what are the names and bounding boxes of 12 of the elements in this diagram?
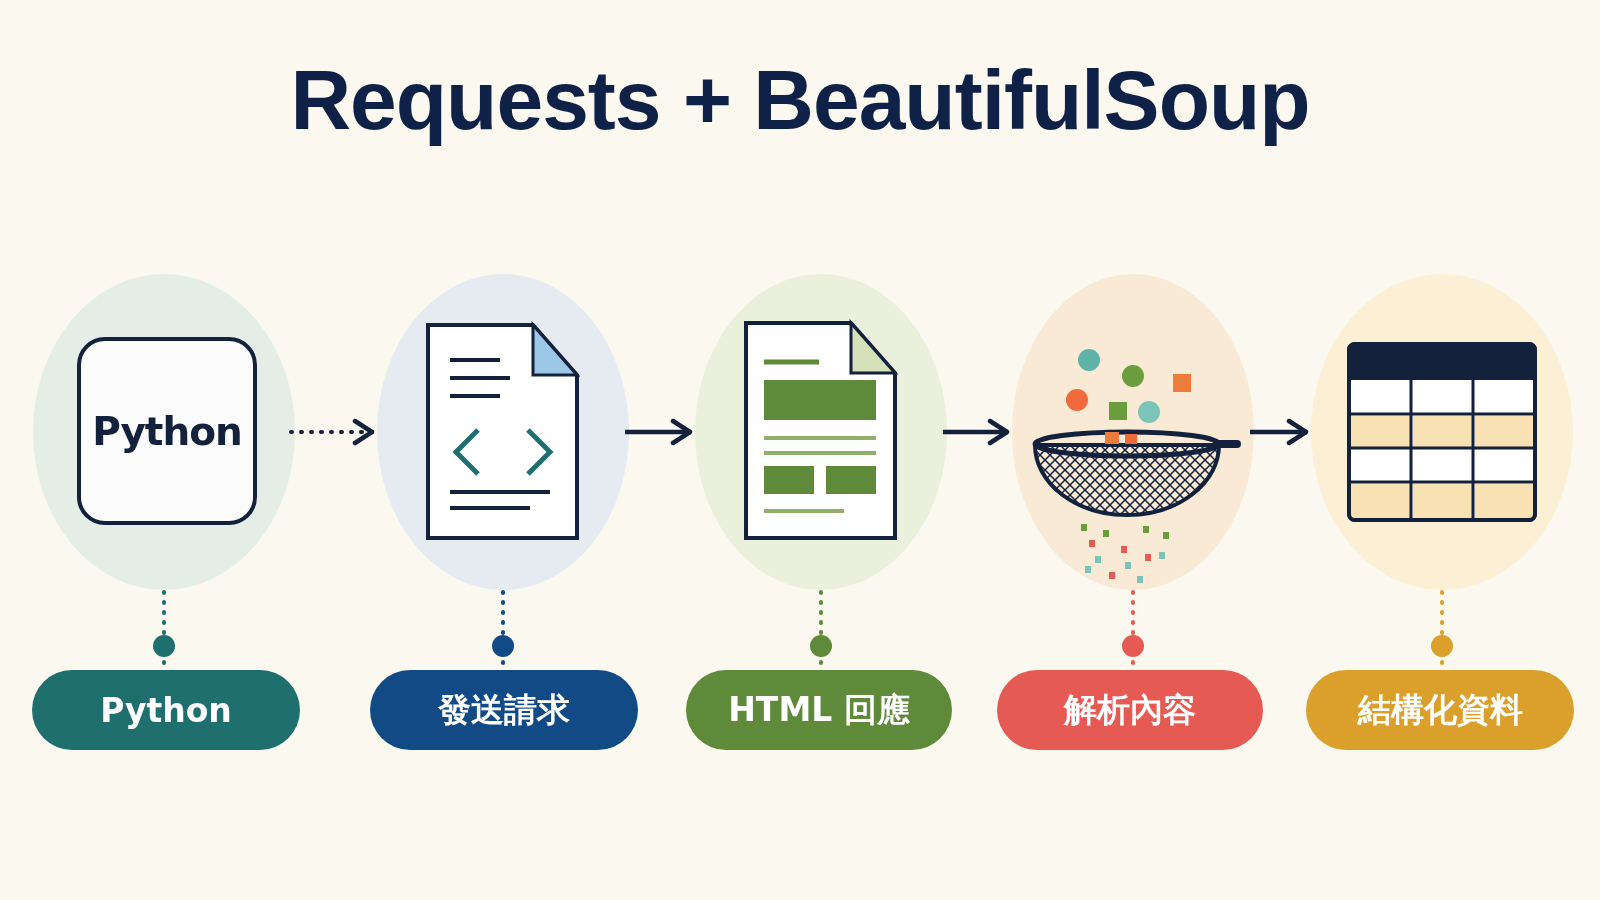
step-label: 解析內容 (1064, 688, 1196, 731)
diagram-title: Requests + BeautifulSoup (289, 52, 1311, 149)
arrow (625, 418, 693, 446)
step-label: Python (100, 690, 232, 730)
step-label: 發送請求 (438, 688, 570, 731)
arrow (289, 418, 375, 446)
arrow (1250, 418, 1309, 446)
step-label: 結構化資料 (1357, 688, 1523, 731)
arrow (943, 418, 1010, 446)
step-label: HTML 回應 (728, 688, 910, 731)
step-label: Python (92, 408, 242, 454)
python-box (77, 337, 257, 525)
